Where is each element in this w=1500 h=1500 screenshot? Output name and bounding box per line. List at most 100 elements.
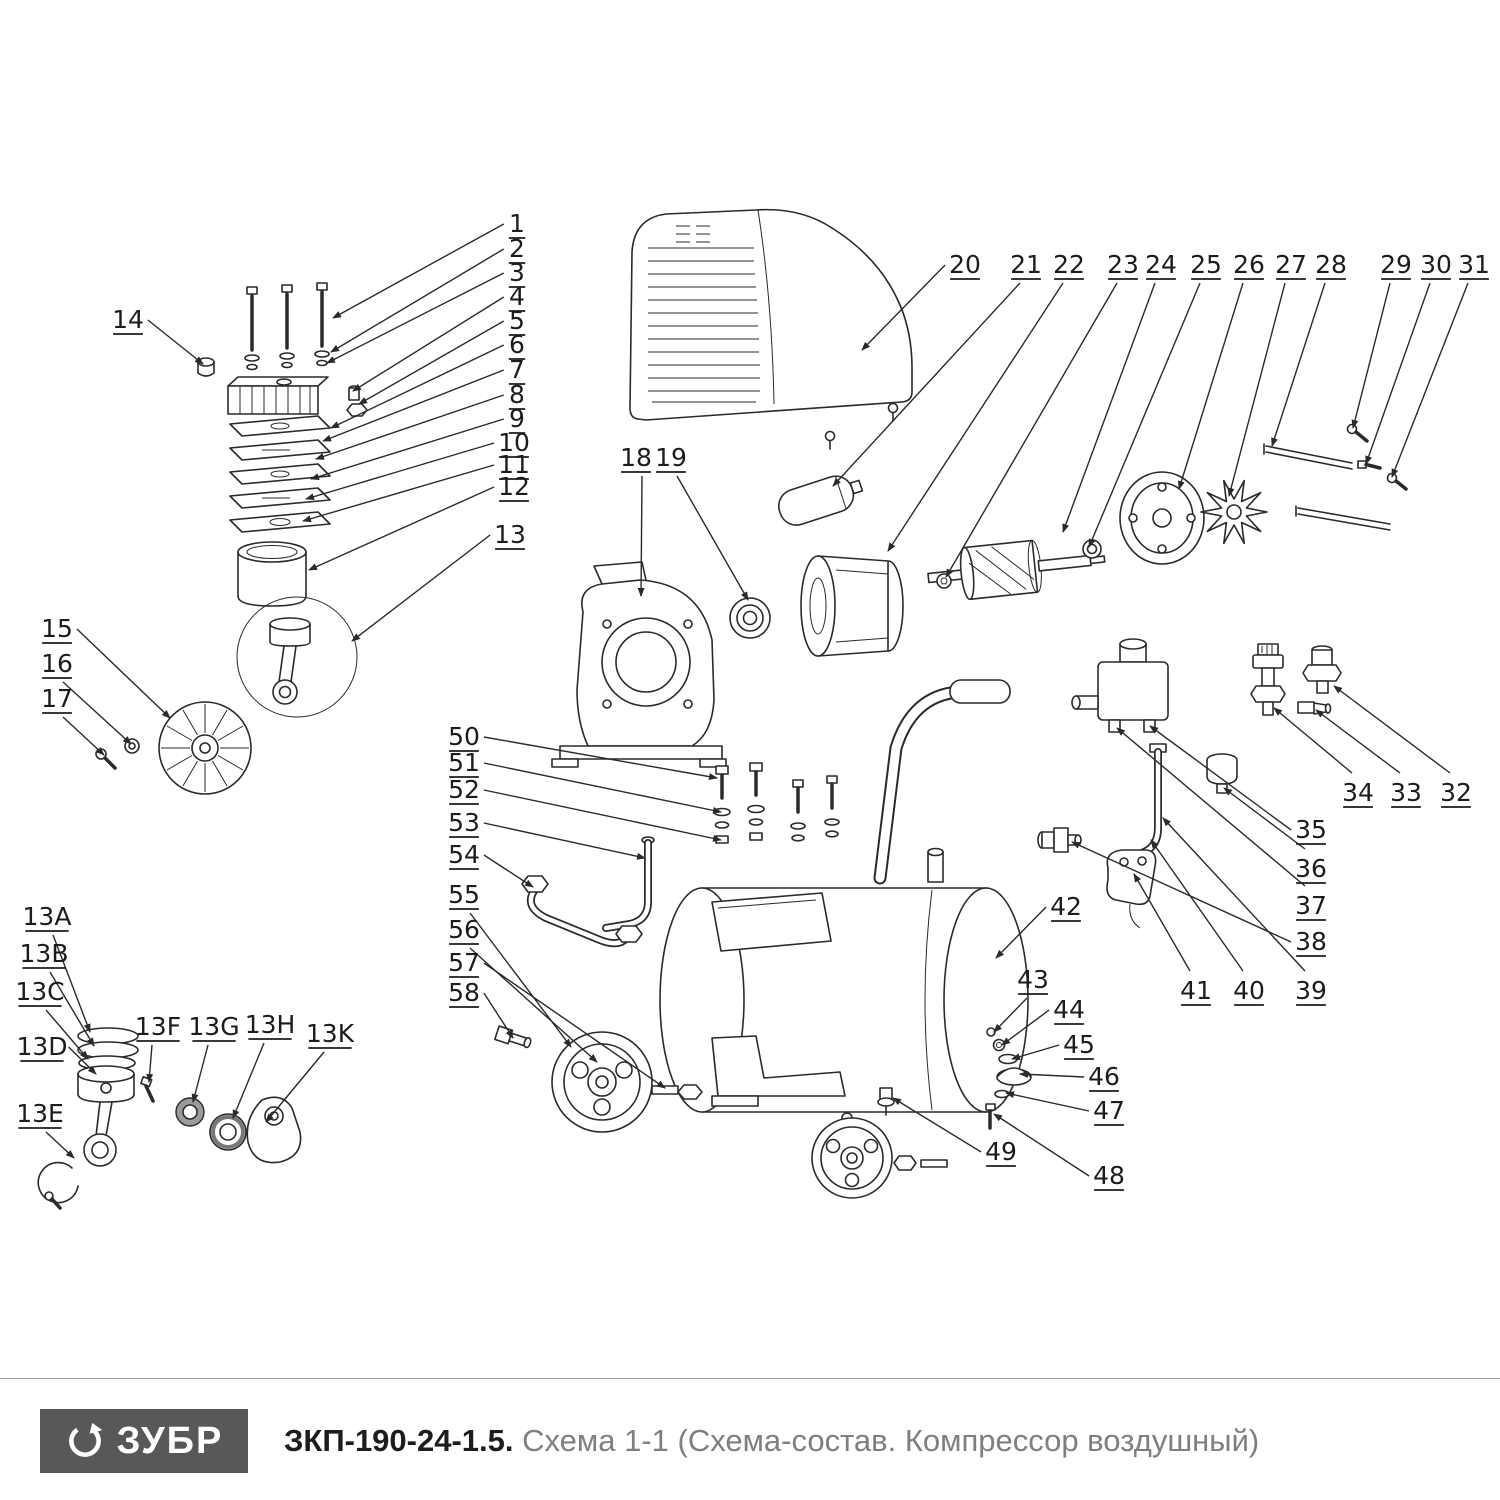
capacitor-drawing [778,475,864,526]
part-callout-57: 57 [448,948,666,1089]
rear-wheel-drawing [811,1112,948,1199]
part-callout-3: 3 [326,258,526,364]
part-callout-15: 15 [41,614,171,719]
part-callout-1: 1 [332,209,526,319]
part-callout-18: 18 [620,443,652,597]
svg-text:42: 42 [1050,892,1082,921]
svg-text:4: 4 [509,282,525,311]
svg-text:23: 23 [1107,250,1139,279]
brand-name: ЗУБР [116,1420,224,1462]
svg-text:13: 13 [494,520,526,549]
svg-text:40: 40 [1233,976,1265,1005]
stator-drawing [800,555,904,657]
part-callout-43: 43 [993,965,1049,1033]
svg-text:13D: 13D [16,1032,67,1061]
part-callout-45: 45 [1011,1030,1095,1061]
svg-text:51: 51 [448,748,480,777]
part-callout-54: 54 [448,840,534,888]
svg-text:5: 5 [509,306,525,335]
svg-text:32: 32 [1440,778,1472,807]
part-callout-50: 50 [448,722,718,781]
part-callout-56: 56 [448,915,598,1063]
svg-text:2: 2 [509,234,525,263]
svg-text:20: 20 [949,250,981,279]
cylinder-sleeve-drawing [237,541,307,607]
piston-detail-balloon [236,596,358,718]
svg-text:24: 24 [1145,250,1177,279]
part-callout-19: 19 [655,443,749,601]
check-valve-drawing [494,1025,532,1049]
part-callout-42: 42 [995,892,1082,959]
svg-text:9: 9 [509,404,525,433]
part-callout-9: 9 [310,404,526,480]
part-callout-47: 47 [1005,1091,1125,1126]
quick-connector-drawing [1037,827,1082,853]
svg-text:3: 3 [509,258,525,287]
part-callout-38: 38 [1071,841,1327,957]
cap-drawing [1206,753,1238,794]
svg-text:10: 10 [498,428,530,457]
svg-text:16: 16 [41,649,73,678]
part-callout-13F: 13F [135,1012,181,1083]
part-callout-13C: 13C [15,977,89,1060]
part-callout-48: 48 [993,1113,1125,1191]
part-callout-53: 53 [448,808,646,860]
svg-text:34: 34 [1342,778,1374,807]
svg-text:11: 11 [498,450,530,479]
motor-end-cover-drawing [1119,471,1205,565]
brand-logo: ЗУБР [40,1409,248,1473]
svg-text:13A: 13A [23,902,72,931]
part-callout-13: 13 [351,520,526,642]
fan-screw-drawing [95,748,117,770]
svg-text:13F: 13F [135,1012,181,1041]
svg-text:29: 29 [1380,250,1412,279]
part-callout-16: 16 [41,649,132,745]
valve-plate-stack-drawing [229,415,331,533]
part-callout-39: 39 [1162,817,1327,1006]
svg-text:52: 52 [448,775,480,804]
svg-text:37: 37 [1295,891,1327,920]
svg-text:17: 17 [41,684,73,713]
part-callout-23: 23 [945,250,1139,578]
svg-text:43: 43 [1017,965,1049,994]
svg-text:31: 31 [1458,250,1490,279]
part-callout-33: 33 [1315,709,1422,808]
part-callout-5: 5 [358,306,526,405]
part-callout-13G: 13G [188,1012,240,1103]
svg-text:35: 35 [1295,815,1327,844]
svg-text:13E: 13E [16,1099,64,1128]
svg-text:13B: 13B [20,939,69,968]
head-bolts-drawing [244,282,330,371]
oil-seal-drawing [175,1097,205,1127]
svg-text:48: 48 [1093,1161,1125,1190]
flywheel-fan-drawing [158,701,252,795]
svg-text:18: 18 [620,443,652,472]
cylinder-head-drawing [227,376,329,415]
outlet-pipe-drawing [521,875,643,948]
handle-drawing [873,679,1011,885]
plug-14-drawing [197,357,215,377]
part-callout-25: 25 [1088,250,1222,548]
part-callout-27: 27 [1227,250,1307,497]
part-callout-40: 40 [1150,839,1265,1006]
part-callout-11: 11 [302,450,530,523]
svg-text:12: 12 [498,472,530,501]
svg-text:41: 41 [1180,976,1212,1005]
part-callout-13D: 13D [16,1032,97,1075]
part-callout-26: 26 [1178,250,1265,490]
svg-text:39: 39 [1295,976,1327,1005]
part-callout-13H: 13H [232,1010,295,1119]
svg-text:27: 27 [1275,250,1307,279]
part-callout-24: 24 [1062,250,1177,533]
part-callout-2: 2 [330,234,526,353]
svg-text:45: 45 [1063,1030,1095,1059]
svg-text:13C: 13C [15,977,64,1006]
svg-text:28: 28 [1315,250,1347,279]
part-callout-21: 21 [832,250,1042,487]
piston-rod-drawing [37,1065,135,1210]
crankcase-drawing [551,561,727,768]
schema-subtitle: Схема 1-1 (Схема-состав. Компрессор возд… [522,1423,1260,1458]
svg-text:50: 50 [448,722,480,751]
part-callout-32: 32 [1333,685,1472,808]
svg-text:13K: 13K [306,1019,355,1048]
